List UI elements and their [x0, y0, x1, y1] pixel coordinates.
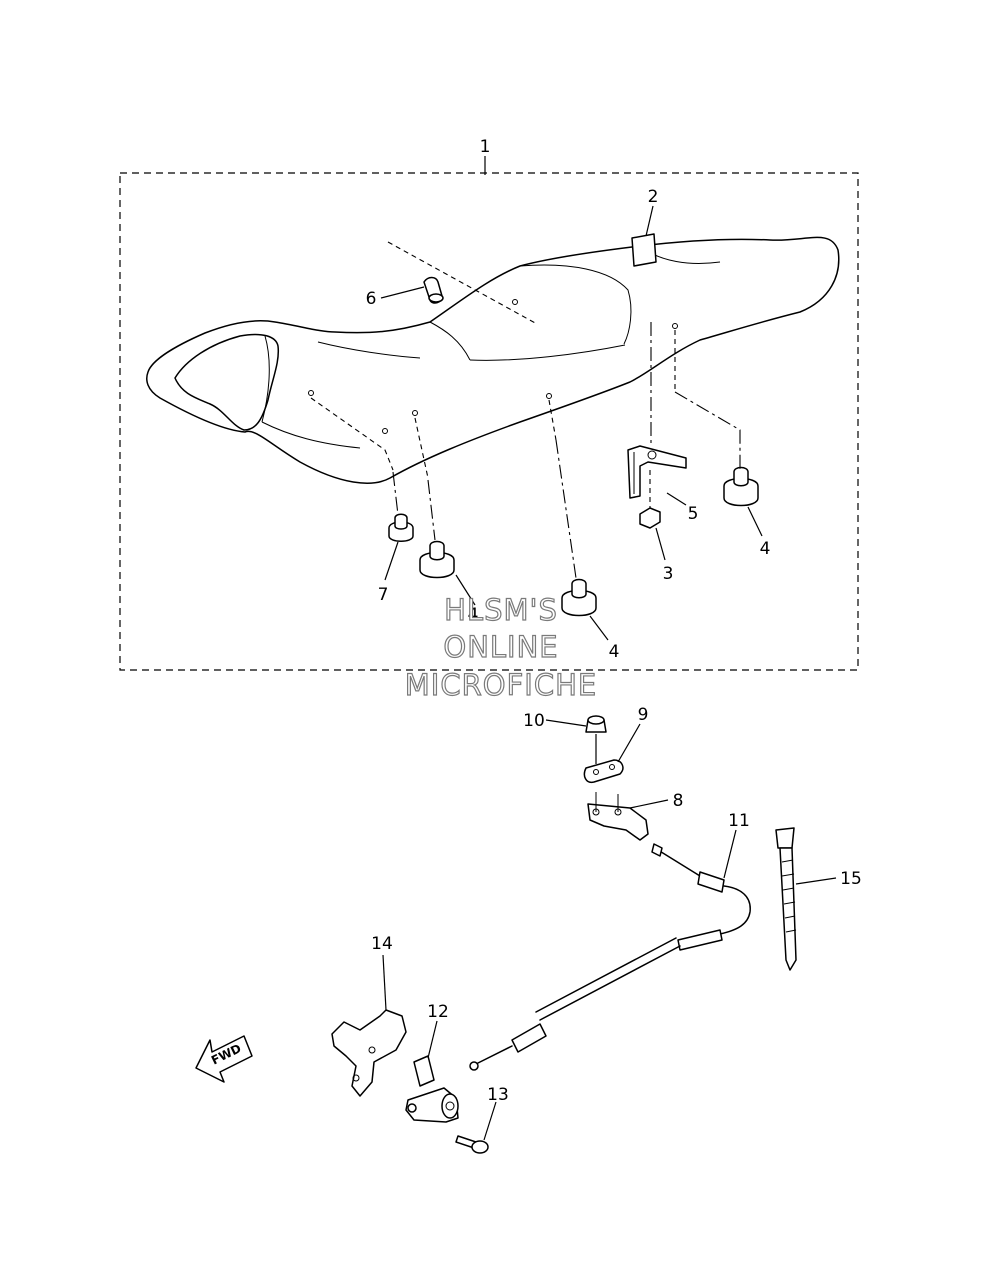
- part-8-latch: [587, 792, 649, 841]
- callout-2: 2: [648, 187, 659, 207]
- callout-4-right: 4: [760, 539, 771, 559]
- callout-9: 9: [638, 705, 649, 725]
- part-11-cable: [469, 843, 751, 1071]
- callout-6: 6: [366, 289, 377, 309]
- part-6-pin: [423, 276, 444, 304]
- assembly-boundary-box: [119, 172, 859, 671]
- part-2-tag: [631, 233, 657, 267]
- part-3-nut: [639, 507, 661, 529]
- callout-5: 5: [688, 504, 699, 524]
- part-7-damper: [388, 513, 414, 542]
- callout-4-center-left: 4: [468, 605, 479, 625]
- callout-4-center: 4: [609, 642, 620, 662]
- leader-lines: [380, 156, 837, 1141]
- part-5-bracket: [627, 445, 687, 499]
- callout-10: 10: [523, 711, 545, 731]
- callout-14: 14: [371, 934, 393, 954]
- part-15-cable-tie: [775, 827, 797, 971]
- part-4-damper-center: [561, 578, 597, 617]
- callout-12: 12: [427, 1002, 449, 1022]
- part-4-damper-right: [723, 466, 759, 507]
- callout-1: 1: [480, 137, 491, 157]
- watermark-line-3: MICROFICHE: [405, 668, 597, 702]
- part-4-damper-center-left: [419, 540, 455, 579]
- part-9-plate: [583, 759, 624, 784]
- callout-7: 7: [378, 585, 389, 605]
- seat-drawing: [146, 236, 840, 484]
- assembly-lines: [310, 241, 741, 579]
- callout-3: 3: [663, 564, 674, 584]
- watermark-line-2: ONLINE: [443, 630, 558, 664]
- part-13-screw: [455, 1135, 489, 1154]
- watermark: HLSM'S ONLINE MICROFICHE: [404, 592, 597, 702]
- callout-15: 15: [840, 869, 862, 889]
- watermark-line-1: HLSM'S: [444, 593, 558, 627]
- part-12-lock: [405, 1055, 459, 1123]
- part-10-collar: [585, 715, 607, 733]
- callout-8: 8: [673, 791, 684, 811]
- callout-11: 11: [728, 811, 750, 831]
- callout-13: 13: [487, 1085, 509, 1105]
- fwd-arrow-icon: FWD: [195, 1035, 253, 1083]
- callout-labels: 1 2 3 4 4 4 5 6 7 8 9 10 11 12 13 14 15: [366, 137, 862, 1105]
- part-14-bracket: [331, 1009, 407, 1097]
